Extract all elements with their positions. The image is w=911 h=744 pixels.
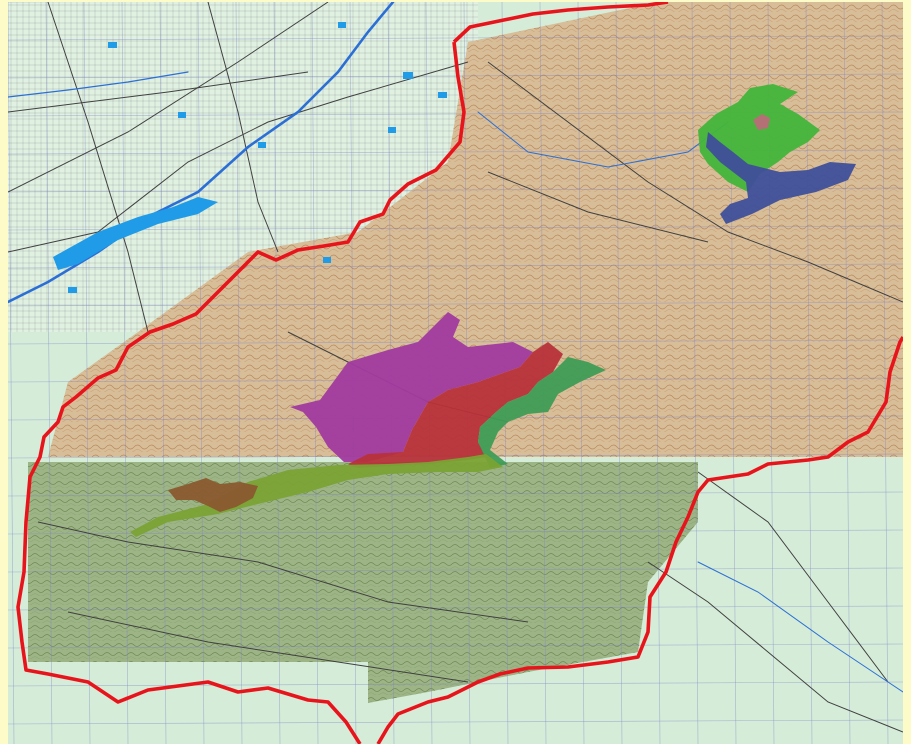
grid-line-horizontal: [8, 605, 903, 611]
zone-pink-patch[interactable]: [753, 114, 770, 130]
grid-line-vertical: [8, 2, 15, 744]
grid-line-vertical: [881, 2, 889, 744]
grid-line-horizontal: [8, 301, 903, 307]
grid-line-vertical: [121, 2, 129, 744]
grid-line-vertical: [615, 2, 623, 744]
grid-line-horizontal: [8, 529, 903, 535]
grid-line-horizontal: [8, 567, 903, 573]
olive-hills-contours: [28, 462, 698, 714]
road-network: [8, 2, 903, 733]
grid-line-horizontal: [8, 35, 903, 41]
zone-brown[interactable]: [168, 478, 258, 512]
grid-line-vertical: [273, 2, 281, 744]
grid-line-horizontal: [8, 643, 903, 649]
grid-line-vertical: [159, 2, 167, 744]
zone-olive[interactable]: [130, 454, 503, 537]
water-spots: [68, 22, 447, 293]
reservoir: [53, 197, 218, 270]
grid-line-horizontal: [8, 225, 903, 231]
brown-hills-contours: [48, 2, 903, 457]
grid-line-vertical: [235, 2, 243, 744]
topographic-map[interactable]: [8, 2, 903, 744]
grid-line-vertical: [83, 2, 91, 744]
grid-line-vertical: [311, 2, 319, 744]
grid-line-horizontal: [8, 681, 903, 687]
zone-navy[interactable]: [706, 132, 856, 224]
grid-line-horizontal: [8, 491, 903, 497]
grid-line-vertical: [197, 2, 205, 744]
grid-line-vertical: [843, 2, 851, 744]
zone-red[interactable]: [348, 342, 563, 468]
grid-line-horizontal: [8, 263, 903, 269]
zone-purple[interactable]: [290, 312, 533, 462]
zone-green-east[interactable]: [478, 357, 606, 468]
grid-line-vertical: [45, 2, 53, 744]
study-area-boundary[interactable]: [16, 2, 903, 744]
grid-line-vertical: [653, 2, 661, 744]
grid-line-vertical: [691, 2, 699, 744]
grid-line-horizontal: [8, 719, 903, 725]
sw-lowland: [8, 662, 368, 744]
